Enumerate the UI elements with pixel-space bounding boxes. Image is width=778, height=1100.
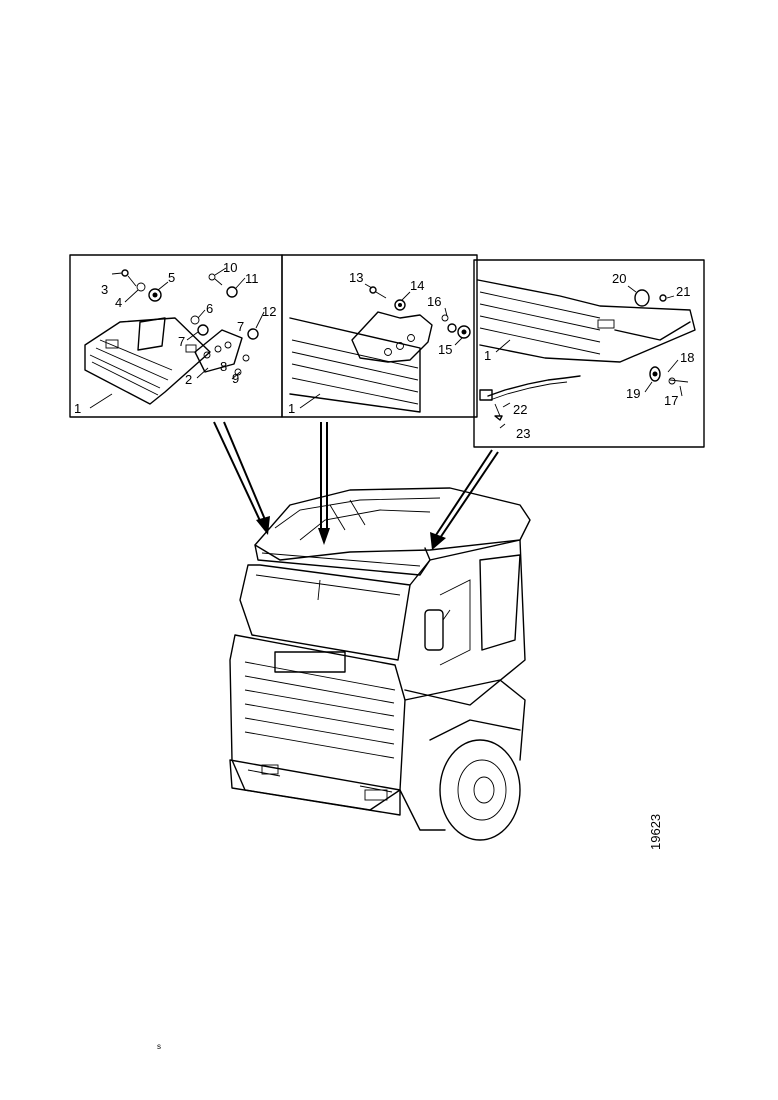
callout-middle-13: 13	[349, 270, 363, 285]
callout-left-6: 6	[206, 301, 213, 316]
sun-visor-part-middle	[289, 317, 421, 413]
callout-middle-14: 14	[410, 278, 424, 293]
fasteners-left	[121, 269, 259, 376]
sun-visor-part-left	[84, 317, 211, 405]
callout-left-9: 9	[232, 371, 239, 386]
callout-right-20: 20	[612, 271, 626, 286]
callout-left-5: 5	[168, 270, 175, 285]
callout-left-1: 1	[74, 401, 81, 416]
callout-middle-15: 15	[438, 342, 452, 357]
detail-frame-middle	[281, 254, 478, 418]
callout-right-19: 19	[626, 386, 640, 401]
callout-right-18: 18	[680, 350, 694, 365]
callout-right-1: 1	[484, 348, 491, 363]
callout-right-17: 17	[664, 393, 678, 408]
detail-panel-right: 1 17 18 19 20 21 22 23	[473, 259, 705, 448]
callout-left-8: 8	[220, 359, 227, 374]
callout-right-23: 23	[516, 426, 530, 441]
callout-left-7a: 7	[178, 334, 185, 349]
fasteners-right	[634, 289, 689, 385]
detail-frame-right	[473, 259, 705, 448]
drawing-number: 19623	[648, 814, 663, 850]
detail-panel-left: 1 2 3 4 5 6 7 7 8 9 10 11 12	[69, 254, 283, 418]
callout-left-10: 10	[223, 260, 237, 275]
truck-cab-illustration	[229, 487, 531, 841]
callout-left-3: 3	[101, 282, 108, 297]
sun-visor-part-right	[477, 279, 696, 363]
page-mark: s	[157, 1042, 161, 1051]
cable-harness-right	[479, 375, 581, 421]
callout-right-22: 22	[513, 402, 527, 417]
fasteners-middle	[369, 286, 471, 339]
callout-right-21: 21	[676, 284, 690, 299]
callout-left-7b: 7	[237, 319, 244, 334]
detail-panel-middle: 1 13 14 15 16	[281, 254, 478, 418]
mounting-bracket-left	[137, 317, 243, 373]
leader-lines-right	[495, 285, 683, 429]
leader-lines-left	[89, 267, 265, 409]
callout-left-12: 12	[262, 304, 276, 319]
callout-left-4: 4	[115, 295, 122, 310]
callout-middle-1: 1	[288, 401, 295, 416]
callout-left-2: 2	[185, 372, 192, 387]
pointer-arrows	[213, 421, 499, 550]
mounting-bracket-middle	[351, 311, 433, 363]
callout-left-11: 11	[245, 271, 259, 286]
callout-middle-16: 16	[427, 294, 441, 309]
leader-lines-middle	[299, 283, 463, 409]
